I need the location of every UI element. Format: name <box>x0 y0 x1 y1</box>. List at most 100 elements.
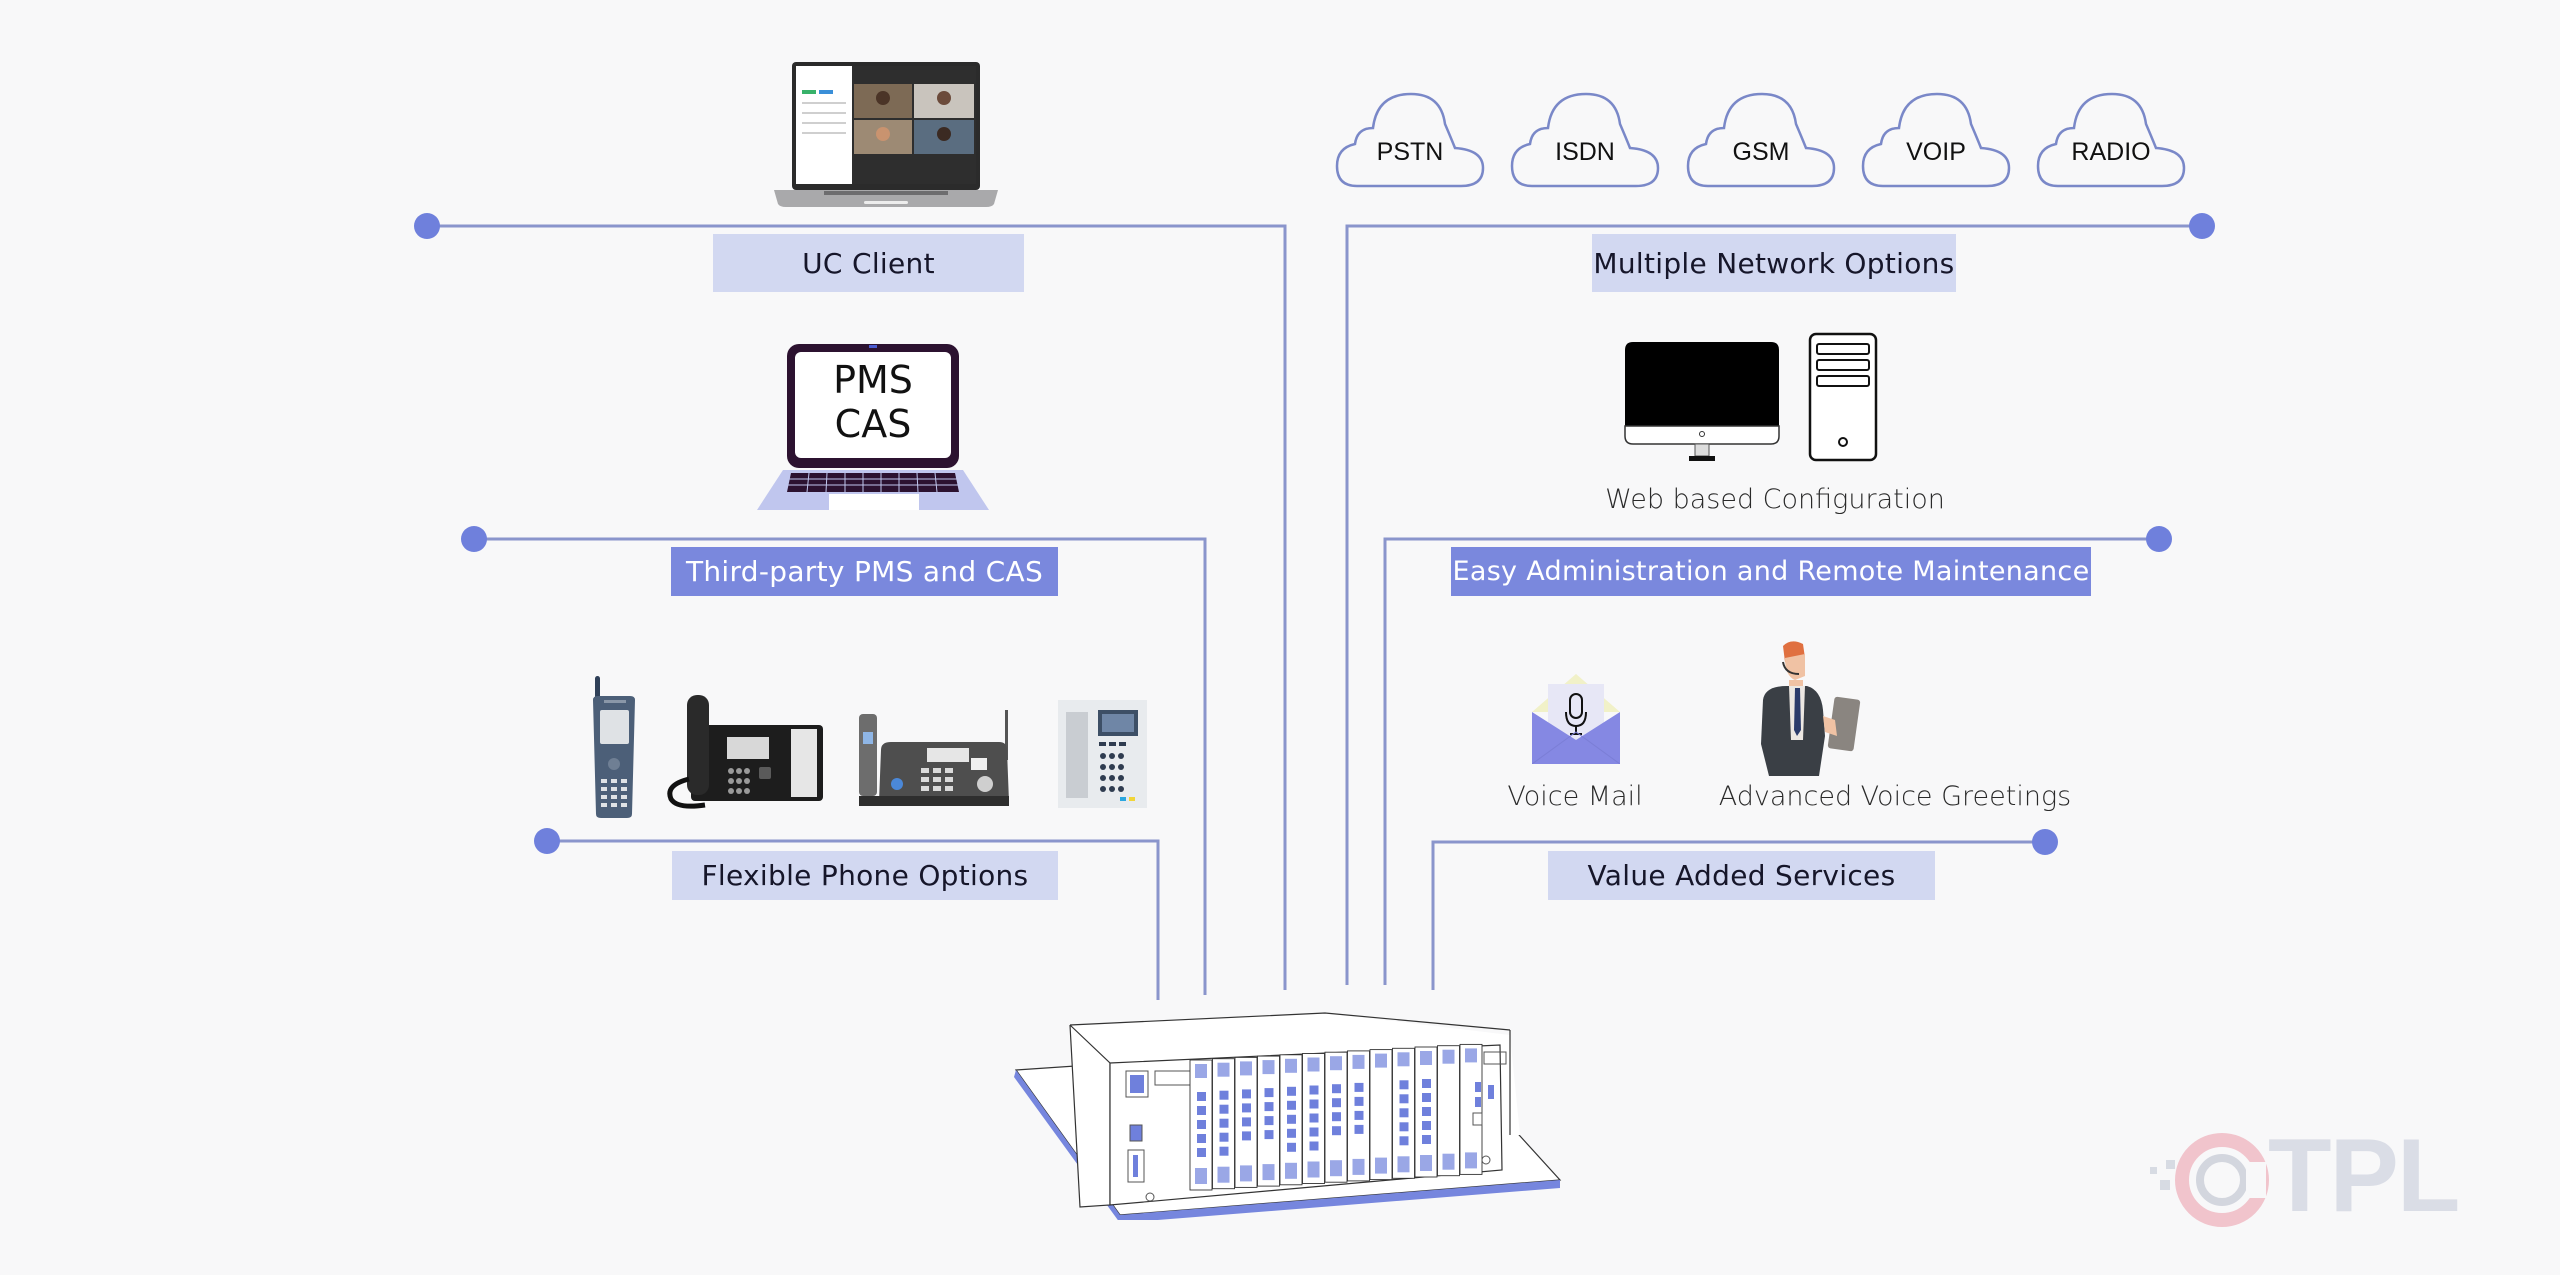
dot-pms-cas <box>461 526 487 552</box>
wall-phone-icon <box>1058 700 1147 808</box>
rj45-port <box>1354 1082 1364 1092</box>
card-led <box>1352 1158 1365 1175</box>
rj45-port <box>1399 1136 1409 1146</box>
rj45-port <box>1309 1099 1319 1109</box>
cloud-icon <box>2036 92 2186 188</box>
laptop-video-call-icon <box>774 62 998 207</box>
rj45-port <box>1422 1107 1431 1116</box>
networks-label: Multiple Network Options <box>1592 234 1956 292</box>
card-led <box>1397 1156 1410 1173</box>
desk-phone-icon <box>665 695 823 810</box>
card-led <box>1217 1062 1230 1077</box>
rj45-port <box>1197 1148 1206 1157</box>
rj45-port <box>1422 1079 1431 1088</box>
line-card-slot <box>1459 1043 1483 1175</box>
card-led <box>1285 1162 1297 1179</box>
rj45-port <box>1422 1093 1431 1102</box>
rj45-port <box>1354 1124 1364 1134</box>
watermark-text: TPL <box>2268 1118 2460 1234</box>
rj45-port <box>1197 1106 1206 1115</box>
rj45-port <box>1399 1108 1409 1118</box>
rj45-port <box>1287 1128 1296 1138</box>
rj45-port <box>1422 1121 1431 1130</box>
pbx-line-cards <box>1189 1043 1483 1191</box>
card-led <box>1375 1053 1387 1068</box>
line-uc-client <box>427 224 1287 990</box>
rj45-port <box>1197 1120 1206 1129</box>
rj45-port <box>1264 1116 1274 1126</box>
voice-mail-caption: Voice Mail <box>1507 781 1643 812</box>
rj45-port <box>1399 1080 1409 1090</box>
pc-tower-icon <box>1808 332 1878 462</box>
rj45-port <box>1332 1084 1341 1094</box>
card-led <box>1330 1160 1342 1177</box>
card-led <box>1195 1064 1207 1078</box>
laptop-screen-line-2: CAS <box>834 402 912 446</box>
rj45-port <box>1354 1110 1364 1120</box>
card-led <box>1240 1165 1252 1182</box>
web-config-caption: Web based Configuration <box>1605 484 1945 515</box>
uc-client-label: UC Client <box>713 234 1024 292</box>
card-led <box>1397 1052 1410 1067</box>
dot-uc-client <box>414 213 440 239</box>
cloud-radio: RADIO <box>2036 92 2186 188</box>
card-led <box>1195 1168 1207 1184</box>
rj45-port <box>1399 1122 1409 1132</box>
cloud-icon <box>1335 92 1485 188</box>
rj45-port <box>1309 1127 1319 1137</box>
admin-label: Easy Administration and Remote Maintenan… <box>1451 547 2091 596</box>
phones-label: Flexible Phone Options <box>672 851 1058 900</box>
rj45-port <box>1264 1088 1274 1098</box>
desktop-monitor-icon <box>1623 340 1781 462</box>
rj45-port <box>1287 1086 1296 1096</box>
rj45-port <box>1399 1094 1409 1104</box>
rj45-port <box>1219 1104 1229 1114</box>
pbx-chassis-icon <box>1010 975 1570 1223</box>
rj45-port <box>1422 1135 1431 1144</box>
laptop-icon: PMS CAS <box>757 342 989 512</box>
card-led <box>1420 1155 1432 1171</box>
card-led <box>1217 1166 1230 1183</box>
rj45-port <box>1219 1090 1229 1100</box>
rj45-port <box>1264 1130 1274 1140</box>
rj45-port <box>1287 1100 1296 1110</box>
cloud-icon <box>1861 92 2011 188</box>
dot-networks <box>2189 213 2215 239</box>
cloud-label: ISDN <box>1555 138 1615 166</box>
line-card-slot <box>1369 1049 1393 1181</box>
rj45-port <box>1354 1096 1364 1106</box>
rj45-port <box>1264 1102 1274 1112</box>
rj45-port <box>1332 1098 1341 1108</box>
rj45-port <box>1309 1085 1319 1095</box>
cloud-icon <box>1510 92 1660 188</box>
rj45-port <box>1309 1113 1319 1123</box>
dot-vas <box>2032 829 2058 855</box>
rj45-port <box>1242 1103 1251 1113</box>
voice-greetings-caption: Advanced Voice Greetings <box>1718 781 2072 812</box>
card-led <box>1352 1054 1365 1069</box>
rj45-port <box>1219 1132 1229 1142</box>
cloud-voip: VOIP <box>1861 92 2011 188</box>
dot-phones <box>534 828 560 854</box>
card-led <box>1465 1048 1477 1063</box>
rj45-port <box>1287 1114 1296 1124</box>
rj45-port <box>1242 1117 1251 1127</box>
card-led <box>1262 1164 1275 1181</box>
vas-label: Value Added Services <box>1548 851 1935 900</box>
card-led <box>1307 1161 1320 1178</box>
cloud-label: RADIO <box>2071 138 2151 166</box>
cordless-handset-icon <box>590 676 638 818</box>
line-pms-cas <box>474 537 1207 995</box>
line-networks <box>1345 224 2202 985</box>
card-led <box>1465 1152 1477 1169</box>
cloud-isdn: ISDN <box>1510 92 1660 188</box>
card-led <box>1330 1056 1342 1071</box>
rj45-port <box>1219 1118 1229 1128</box>
cloud-label: GSM <box>1732 138 1790 166</box>
line-card-slot <box>1437 1045 1460 1177</box>
rj45-port <box>1219 1146 1229 1156</box>
cloud-label: PSTN <box>1376 138 1444 166</box>
card-led <box>1420 1051 1432 1065</box>
rj45-port <box>1332 1112 1341 1122</box>
